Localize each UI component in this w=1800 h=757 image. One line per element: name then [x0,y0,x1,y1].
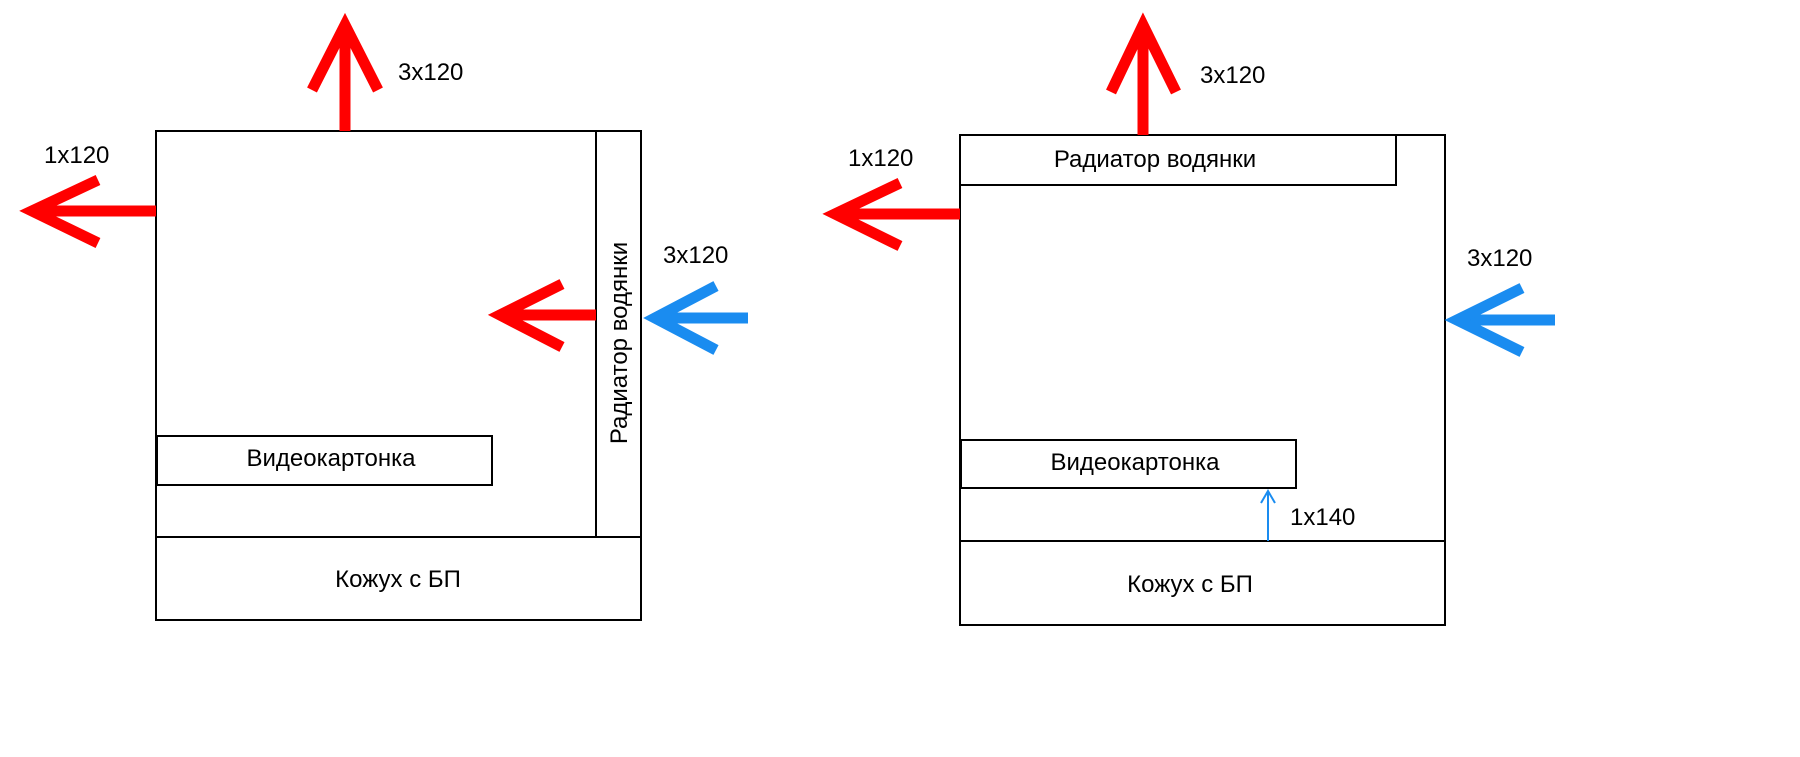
right-rear-fans-label: 1x120 [848,145,913,172]
left-radiator-exhaust-arrow-icon [487,279,596,352]
right-case-outline [959,134,1446,626]
left-top-fans-label: 3x120 [398,59,463,86]
right-radiator-box [959,134,1397,186]
right-gpu-box [960,439,1297,489]
left-case-diagram: Кожух с БП Радиатор водянки Видеокартонк… [19,12,748,621]
left-front-fans-label: 3x120 [663,242,728,269]
right-gpu-label: Видеокартонка [1050,449,1220,476]
right-front-fans-label: 3x120 [1467,245,1532,272]
left-front-intake-arrow-icon [643,281,748,355]
left-rear-exhaust-arrow-icon [19,175,156,248]
left-radiator-label: Радиатор водянки [606,242,633,444]
right-top-exhaust-arrow-icon [1106,12,1181,135]
left-rear-fans-label: 1x120 [44,142,109,169]
left-top-exhaust-arrow-icon [307,12,383,131]
left-gpu-box [156,435,493,486]
left-psu-shroud-label: Кожух с БП [335,566,461,593]
right-radiator-label: Радиатор водянки [1054,146,1256,173]
right-case-diagram: Кожух с БП Радиатор водянки Видеокартонк… [822,12,1555,626]
left-gpu-label: Видеокартонка [246,445,416,472]
right-rear-exhaust-arrow-icon [822,178,960,251]
left-case-outline [155,130,642,621]
right-front-intake-arrow-icon [1444,283,1555,357]
right-psu-shroud-label: Кожух с БП [1127,571,1253,598]
right-bottom-intake-arrow-icon [1260,489,1276,541]
right-bottom-fan-label: 1x140 [1290,504,1355,531]
right-top-fans-label: 3x120 [1200,62,1265,89]
